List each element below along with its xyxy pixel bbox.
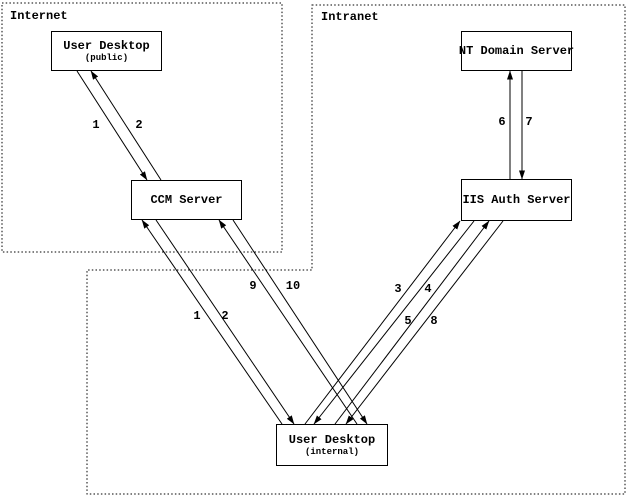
edge-step-2-arrow [155, 219, 295, 425]
node-user-desktop-public: User Desktop(public) [51, 31, 162, 71]
edge-step-9-arrow [218, 219, 358, 425]
region-internet-label: Internet [10, 9, 68, 23]
edge-label-3: 3 [394, 282, 402, 296]
edge-step-3-arrow [304, 220, 461, 425]
node-ccm-server-title: CCM Server [150, 192, 223, 207]
edge-step-5-arrow [334, 220, 490, 425]
edge-label-1: 1 [193, 309, 201, 323]
edge-label-2: 2 [135, 118, 143, 132]
edge-step-8-arrow [345, 220, 504, 425]
node-nt-domain-server: NT Domain Server [458, 31, 575, 71]
node-user-desktop-internal-title: User Desktop [288, 432, 376, 447]
node-iis-auth-server-title: IIS Auth Server [462, 192, 571, 207]
edge-step-1-arrow [141, 219, 283, 425]
edge-label-8: 8 [430, 314, 438, 328]
edge-step-10-arrow [232, 219, 368, 425]
edge-label-1: 1 [92, 118, 100, 132]
region-intranet-label: Intranet [321, 10, 379, 24]
edge-label-10: 10 [285, 279, 301, 293]
edge-label-4: 4 [424, 282, 432, 296]
edge-step-2-arrow [90, 70, 162, 181]
edge-label-2: 2 [221, 309, 229, 323]
node-user-desktop-internal: User Desktop(internal) [276, 424, 388, 466]
edge-step-4-arrow [313, 220, 475, 425]
node-iis-auth-server: IIS Auth Server [461, 179, 572, 221]
node-user-desktop-public-subtitle: (public) [84, 52, 129, 63]
node-nt-domain-server-title: NT Domain Server [458, 43, 575, 58]
edge-label-9: 9 [249, 279, 257, 293]
edge-label-7: 7 [525, 115, 533, 129]
region-intranet-outline [86, 4, 626, 495]
edge-step-1-arrow [76, 70, 148, 181]
node-user-desktop-public-title: User Desktop [63, 38, 150, 53]
region-internet-outline [1, 2, 283, 253]
node-user-desktop-internal-subtitle: (internal) [304, 446, 359, 457]
edge-label-5: 5 [404, 314, 412, 328]
edge-label-6: 6 [498, 115, 506, 129]
node-ccm-server: CCM Server [131, 180, 242, 220]
edge-lines-group [76, 70, 525, 425]
